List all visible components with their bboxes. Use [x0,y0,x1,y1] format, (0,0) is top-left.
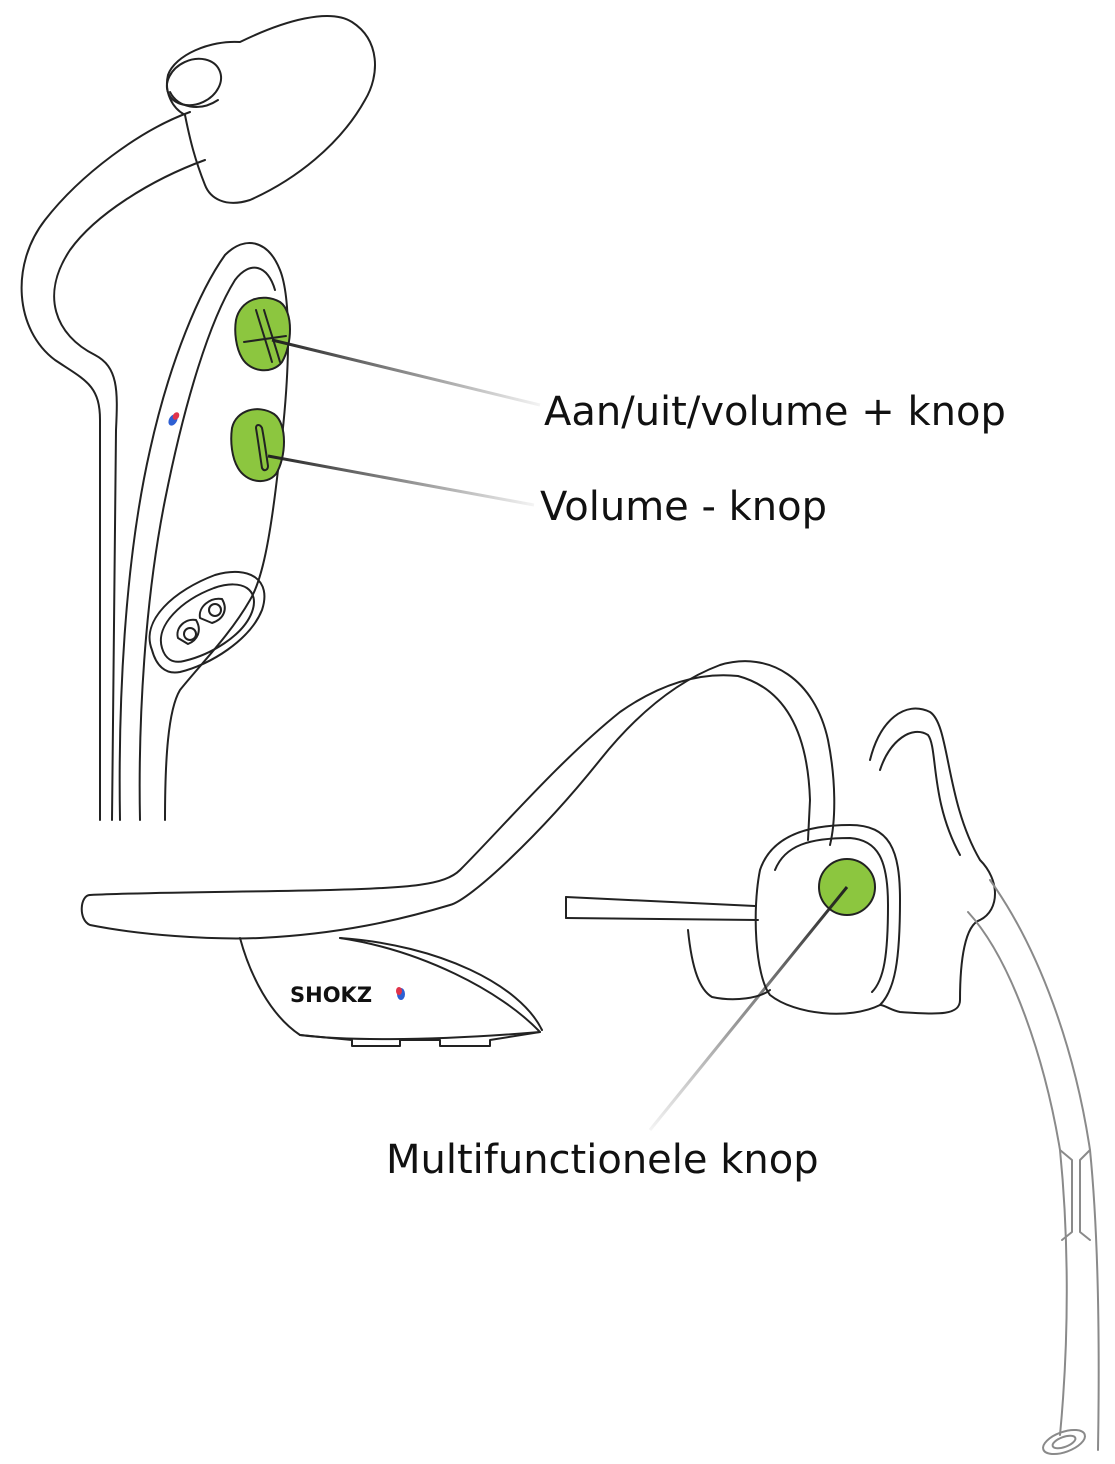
callout-power-volume-up: Aan/uit/volume + knop [544,392,1006,432]
volume-up-button[interactable] [235,298,290,371]
side-view-headset [22,16,375,820]
front-view-headset [82,661,1099,1459]
callout-volume-down: Volume - knop [540,487,827,527]
shokz-logo: SHOKZ [290,983,405,1007]
leader-line-multifunction [650,887,847,1130]
leader-line-volume-down [268,456,534,505]
led-indicator [167,411,181,427]
svg-text:SHOKZ: SHOKZ [290,983,372,1007]
volume-down-button[interactable] [231,409,284,481]
leader-line-power [272,340,540,405]
callout-multifunction: Multifunctionele knop [386,1140,819,1180]
